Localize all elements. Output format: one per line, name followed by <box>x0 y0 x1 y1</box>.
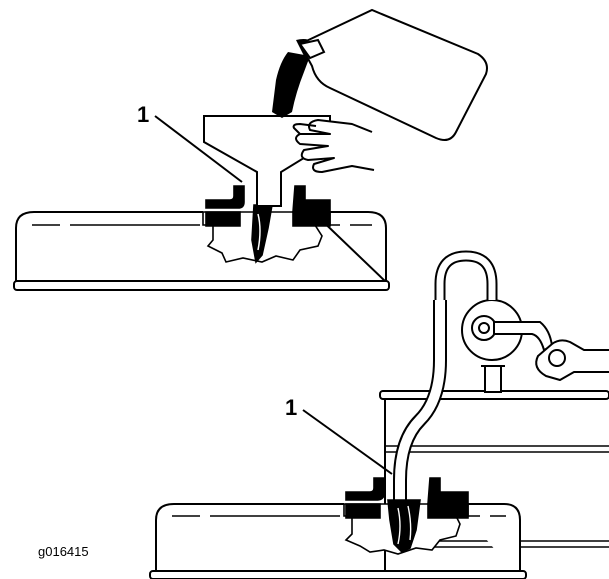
top-reservoir <box>13 211 390 291</box>
bottom-cutaway <box>343 477 469 555</box>
callout-number-top: 1 <box>137 102 150 127</box>
callout-number-bottom: 1 <box>285 395 298 420</box>
callout-leader-bottom <box>302 409 393 475</box>
figure-id-label: g016415 <box>38 544 89 559</box>
hand-pump <box>434 250 554 393</box>
pump-hand <box>535 339 609 381</box>
fluid-jug <box>298 8 488 141</box>
callout-leader-top <box>154 115 243 183</box>
bottom-reservoir <box>149 503 527 579</box>
top-cutaway <box>202 185 331 264</box>
hand <box>292 119 375 173</box>
